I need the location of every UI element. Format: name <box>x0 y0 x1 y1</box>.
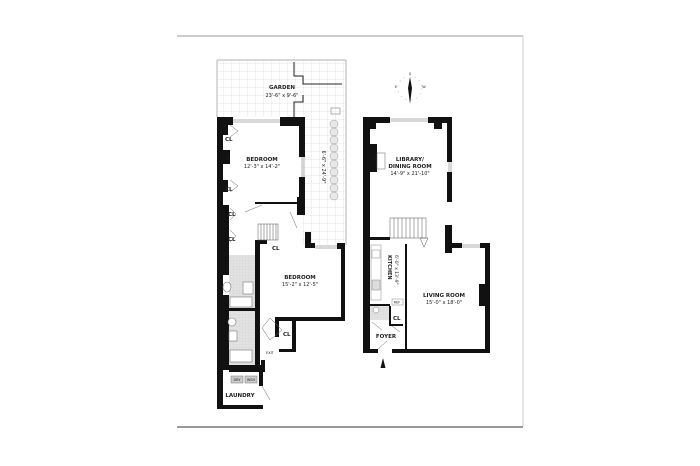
library-label-line2: DINING ROOM <box>388 164 431 170</box>
garden: GARDEN 23'-6" x 9'-6" 6'-6" x 24'-9" <box>216 59 347 245</box>
bathrooms <box>222 255 255 365</box>
toilet <box>227 317 237 327</box>
bedroom-1-label: BEDROOM <box>246 157 278 163</box>
bedroom-2-label: BEDROOM <box>284 275 316 281</box>
library-dimensions: 14'-9" x 21'-10" <box>390 171 429 177</box>
bathtub <box>229 349 253 363</box>
laundry-label: LAUNDRY <box>225 393 255 399</box>
left-plan-walls <box>217 117 345 409</box>
toilet <box>222 281 232 293</box>
foyer-label: FOYER <box>376 334 397 340</box>
living-room-dimensions: 15'-0" x 18'-0" <box>426 300 462 306</box>
closet-label: CL <box>272 246 280 252</box>
closet-label: CL <box>283 332 291 338</box>
stove <box>371 279 381 291</box>
door-swings <box>229 124 298 401</box>
closet-label: CL <box>228 237 236 243</box>
bedroom-1-dimensions: 12'-3" x 14'-2" <box>244 164 280 170</box>
garden-dimensions: 23'-6" x 9'-6" <box>265 93 298 99</box>
powder-room <box>370 306 389 320</box>
compass-east: E <box>395 85 397 89</box>
kitchen-dimensions: 6'-0" x 13'-9" <box>393 255 399 285</box>
washer-label: WSH <box>247 378 256 382</box>
refrigerator <box>391 298 404 306</box>
laundry: DRY WSH LAUNDRY <box>225 375 258 399</box>
library-label-line1: LIBRARY/ <box>396 157 425 163</box>
compass-icon: S E W <box>395 72 426 104</box>
washer <box>244 375 258 384</box>
fireplace-label: FP <box>372 157 376 161</box>
stairs <box>389 217 429 248</box>
sink <box>242 281 254 295</box>
closets: CL CL CL CL CL CL FP <box>225 137 291 338</box>
side-yard-dimensions: 6'-6" x 24'-9" <box>320 150 326 183</box>
exit-label: EXIT <box>266 351 275 355</box>
entry-arrow-icon <box>380 358 386 368</box>
living-room-label: LIVING ROOM <box>423 293 465 299</box>
compass-west: W <box>422 85 426 89</box>
right-unit-plan: S E W <box>363 72 490 368</box>
fireplace <box>376 152 386 170</box>
closet-label: CL <box>228 212 236 218</box>
closet-label: CL <box>393 316 401 322</box>
sink <box>371 249 381 259</box>
door-swings <box>371 321 401 350</box>
closet-label: CL <box>225 187 233 193</box>
dryer-label: DRY <box>233 378 241 382</box>
stairs <box>257 223 279 241</box>
kitchen-label: KITCHEN <box>386 255 392 280</box>
dryer <box>230 375 244 384</box>
kitchen: KITCHEN 6'-0" x 13'-9" REF <box>370 244 404 306</box>
sink <box>228 330 238 342</box>
hedge-shrubs <box>329 119 339 201</box>
ref-label: REF <box>394 301 401 305</box>
garden-label: GARDEN <box>269 85 295 91</box>
left-unit-plan: GARDEN 23'-6" x 9'-6" 6'-6" x 24'-9" <box>216 59 347 409</box>
closet-label: CL <box>225 137 233 143</box>
bedroom-2-dimensions: 15'-2" x 12'-5" <box>282 282 318 288</box>
bathtub <box>229 296 253 308</box>
toilet <box>372 306 380 314</box>
page-frame <box>177 35 524 428</box>
right-plan-walls: FP <box>363 117 490 353</box>
kitchen-counter <box>370 244 382 301</box>
compass-south: S <box>409 72 412 76</box>
fireplace-label: FP <box>225 157 229 161</box>
